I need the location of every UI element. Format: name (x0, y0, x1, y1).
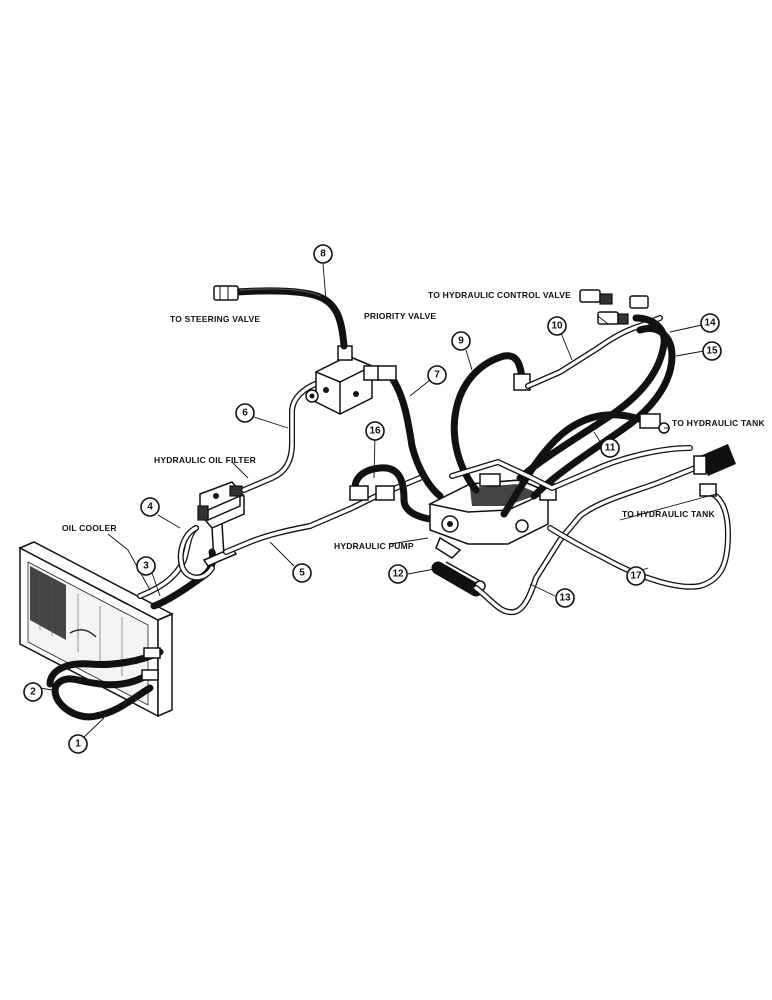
hose-8 (232, 287, 348, 350)
label-priority-valve: PRIORITY VALVE (364, 311, 436, 321)
callout-16-number: 16 (369, 426, 381, 437)
label-hydraulic-pump: HYDRAULIC PUMP (334, 541, 414, 551)
callout-3: 3 (136, 556, 156, 576)
label-to-hydraulic-control-valve: TO HYDRAULIC CONTROL VALVE (428, 290, 571, 300)
cooler-fitting-upper (143, 647, 161, 659)
callout-11-number: 11 (605, 443, 616, 454)
hose-12 (431, 561, 486, 597)
callout-12-number: 12 (392, 569, 404, 580)
hose-16 (351, 464, 448, 524)
callout-1-number: 1 (75, 739, 81, 750)
callout-10: 10 (547, 316, 567, 336)
callout-7: 7 (427, 365, 447, 385)
callout-15: 15 (702, 341, 722, 361)
callout-8: 8 (313, 244, 333, 264)
callout-9: 9 (451, 331, 471, 351)
hose-16-fittings (349, 485, 395, 501)
tube-10 (525, 315, 663, 389)
callout-4-number: 4 (147, 502, 153, 513)
callout-5: 5 (292, 563, 312, 583)
callout-14-number: 14 (704, 318, 716, 329)
callout-12: 12 (388, 564, 408, 584)
callout-16: 16 (365, 421, 385, 441)
callout-3-number: 3 (143, 561, 149, 572)
tube-13-frame (449, 445, 693, 491)
hydraulic-pump (427, 473, 557, 559)
tube-4 (177, 525, 215, 581)
callout-13-number: 13 (559, 593, 571, 604)
callout-15-number: 15 (706, 346, 718, 357)
label-oil-cooler: OIL COOLER (62, 523, 117, 533)
tube-13 (473, 463, 703, 616)
hose-7-fitting (377, 365, 397, 381)
callout-17-number: 17 (630, 571, 642, 582)
callout-14: 14 (700, 313, 720, 333)
callout-2: 2 (23, 682, 43, 702)
callout-4: 4 (140, 497, 160, 517)
hose-15 (530, 325, 676, 500)
cooler-fitting-lower (141, 669, 159, 681)
callout-1: 1 (68, 734, 88, 754)
callout-5-number: 5 (299, 568, 305, 579)
tank-fitting (693, 444, 736, 476)
callout-13: 13 (555, 588, 575, 608)
callout-11: 11 (600, 438, 620, 458)
label-to-hydraulic-tank-lower: TO HYDRAULIC TANK (622, 509, 715, 519)
label-hydraulic-oil-filter: HYDRAULIC OIL FILTER (154, 455, 256, 465)
hose-11 (500, 411, 646, 518)
tube-17 (547, 489, 731, 590)
label-to-steering-valve: TO STEERING VALVE (170, 314, 260, 324)
label-to-hydraulic-tank-upper: TO HYDRAULIC TANK (672, 418, 765, 428)
callout-6-number: 6 (242, 408, 248, 419)
hose-1 (51, 672, 154, 721)
callout-6: 6 (235, 403, 255, 423)
hose-7 (388, 374, 444, 500)
priority-valve (305, 345, 381, 415)
callout-8-number: 8 (320, 249, 326, 260)
callout-9-number: 9 (458, 336, 464, 347)
callout-10-number: 10 (551, 321, 563, 332)
steering-fitting (213, 285, 239, 301)
callout-2-number: 2 (30, 687, 36, 698)
hose-2 (46, 648, 164, 688)
hydraulic-oil-filter (197, 481, 245, 567)
hose-9 (450, 352, 526, 494)
oil-cooler (18, 541, 174, 718)
callout-7-number: 7 (434, 370, 440, 381)
callout-17: 17 (626, 566, 646, 586)
hose-11-fitting (639, 413, 661, 429)
leader-lines (39, 263, 717, 738)
tube-6 (241, 379, 323, 493)
